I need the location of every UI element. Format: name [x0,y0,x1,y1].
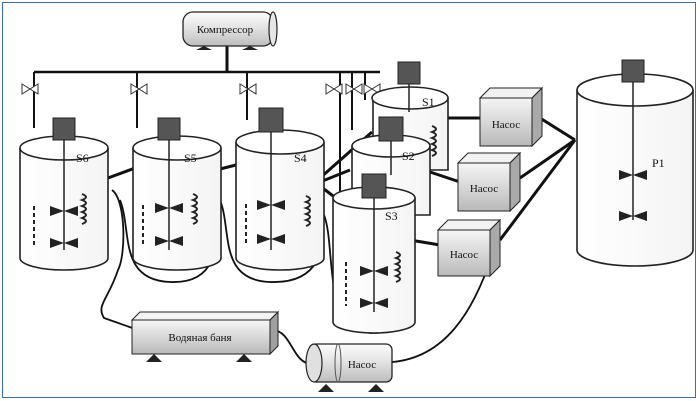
valve-icon[interactable] [22,84,38,94]
tank-s3[interactable]: S3 [333,174,415,333]
pump-1-label: Насос [492,119,520,131]
valve-icon[interactable] [326,84,342,94]
valve-icon[interactable] [131,84,147,94]
tank-s1-label: S1 [422,95,435,109]
water-bath-label: Водяная баня [168,332,231,344]
tank-p1-label: P1 [652,156,665,170]
tank-s5[interactable]: S5 [133,118,221,270]
tank-s4[interactable]: S4 [236,108,324,270]
pump-1[interactable]: Насос [480,88,542,146]
pump-2[interactable]: Насос [458,153,520,211]
valve-icon[interactable] [346,84,362,94]
tank-s6-label: S6 [76,151,89,165]
tank-s2-label: S2 [402,149,415,163]
pump-3[interactable]: Насос [438,220,500,276]
tank-p1[interactable]: P1 [577,60,693,266]
valves [22,84,380,94]
pump-4-label: Насос [348,359,376,371]
pump-4[interactable]: Насос [306,344,392,392]
compressor[interactable]: Компрессор [183,12,277,50]
pump-2-label: Насос [470,183,498,195]
tank-s3-label: S3 [385,209,398,223]
compressor-label: Компрессор [197,24,254,36]
water-bath[interactable]: Водяная баня [132,312,278,362]
tank-s6[interactable]: S6 [20,118,108,270]
tank-s4-label: S4 [294,151,307,165]
tank-s5-label: S5 [184,151,197,165]
pump-3-label: Насос [450,249,478,261]
